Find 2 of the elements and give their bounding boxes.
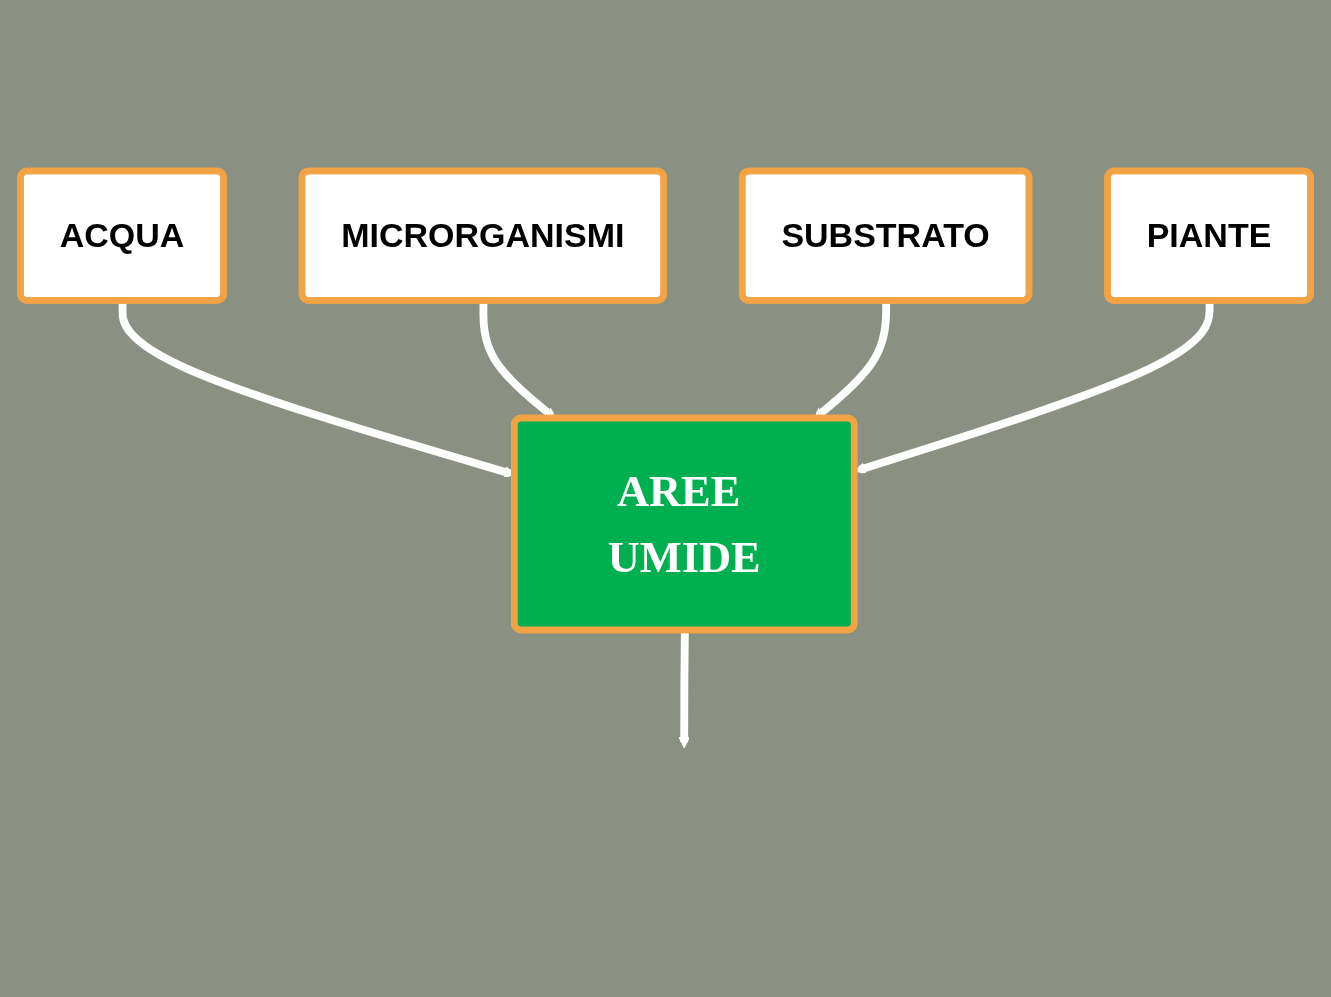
- arrow: [678, 630, 690, 749]
- arrow: [854, 301, 1214, 474]
